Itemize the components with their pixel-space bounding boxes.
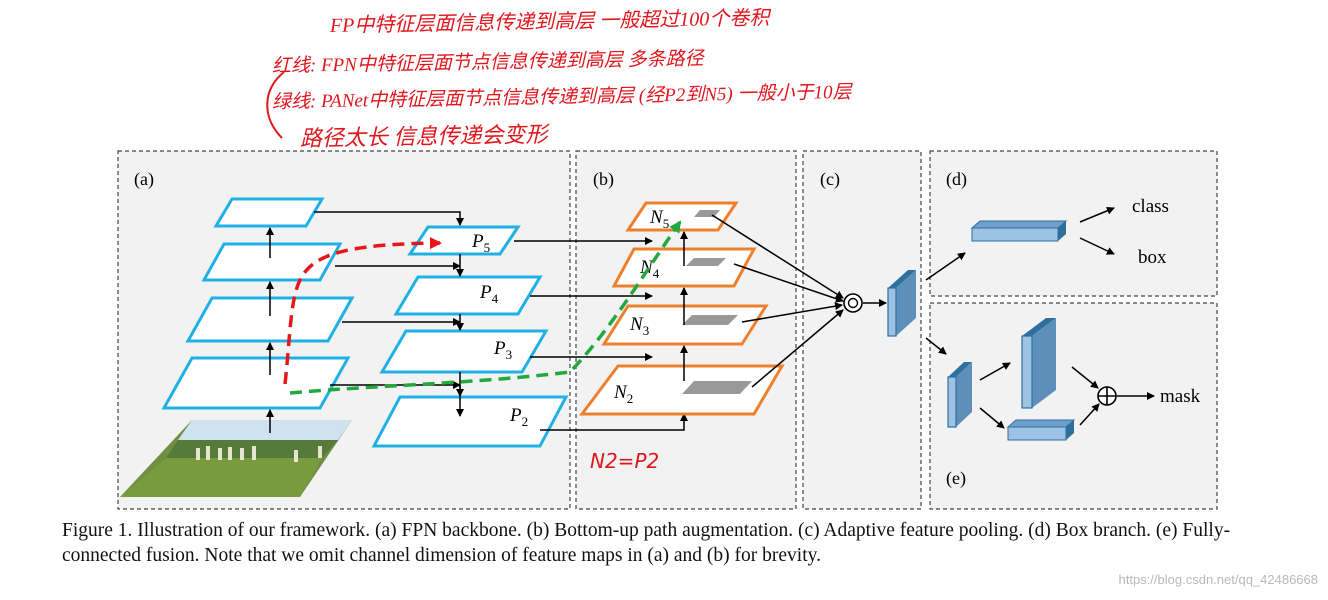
note-line-3: 绿线: PANet中特征层面节点信息传递到高层 (经P2到N5) 一般小于10层 — [272, 81, 854, 113]
backbone-level-3 — [201, 242, 343, 282]
box-label: box — [1138, 247, 1167, 268]
panel-c — [802, 150, 922, 510]
panel-a-label: (a) — [134, 169, 154, 190]
panel-b-label: (b) — [593, 169, 614, 190]
panet-n5 — [625, 201, 739, 232]
fpn-p3 — [379, 329, 549, 374]
panel-e-label: (e) — [946, 468, 966, 489]
svg-text:P5: P5 — [471, 231, 490, 255]
backbone-level-2 — [185, 296, 355, 343]
handwritten-notes: FP中特征层面信息传递到高层 一般超过100个卷积 红线: FPN中特征层面节点… — [272, 7, 854, 151]
mask-fc-block — [1006, 419, 1076, 441]
to-conv-arrow — [979, 362, 1011, 381]
to-box-arrow — [1079, 237, 1115, 255]
svg-text:N5: N5 — [649, 207, 669, 231]
red-long-path — [283, 237, 442, 385]
fpn-p5 — [407, 225, 521, 256]
fpn-labels: P5 P4 P3 P2 — [471, 231, 528, 429]
mask-input-feature — [947, 362, 972, 428]
figure-caption: Figure 1. Illustration of our framework.… — [62, 520, 1231, 566]
panet-labels: N5 N4 N3 N2 — [613, 207, 669, 406]
panel-e — [929, 302, 1218, 510]
to-class-arrow — [1079, 206, 1115, 223]
fpn-p2 — [371, 395, 569, 448]
panet-n2 — [579, 364, 785, 416]
svg-text:P4: P4 — [479, 282, 499, 306]
fpn-p4 — [393, 275, 543, 316]
fc-to-fuse-arrow — [1079, 403, 1100, 426]
fusion-plus-icon — [1097, 386, 1117, 406]
note-bracket — [266, 71, 285, 139]
backbone-level-1 — [161, 356, 351, 410]
conv-to-fuse-arrow — [1071, 366, 1099, 389]
panel-c-label: (c) — [820, 169, 840, 190]
backbone-level-4 — [213, 197, 325, 228]
svg-text:N4: N4 — [639, 257, 660, 281]
class-label: class — [1132, 196, 1169, 217]
input-image — [120, 420, 352, 497]
note-line-1: FP中特征层面信息传递到高层 一般超过100个卷积 — [329, 7, 773, 37]
svg-text:N3: N3 — [629, 314, 649, 338]
watermark: https://blog.csdn.net/qq_42486668 — [1118, 572, 1319, 587]
to-box-branch-arrow — [925, 252, 966, 281]
note-line-2: 红线: FPN中特征层面节点信息传递到高层 多条路径 — [272, 47, 706, 77]
panel-d-label: (d) — [946, 169, 967, 190]
svg-text:P2: P2 — [509, 405, 528, 429]
svg-text:P3: P3 — [493, 338, 512, 362]
note-line-4: 路径太长 信息传递会变形 — [300, 122, 551, 151]
roi-patches — [682, 210, 752, 394]
framework-diagram: FP中特征层面信息传递到高层 一般超过100个卷积 红线: FPN中特征层面节点… — [117, 7, 1218, 510]
pooled-feature — [887, 270, 916, 337]
green-short-path — [289, 220, 682, 395]
mask-label: mask — [1160, 386, 1201, 407]
note-n2-equals-p2: N2=P2 — [590, 449, 659, 473]
n-to-pooling-arrows — [711, 214, 844, 388]
to-fc-arrow — [979, 407, 1005, 429]
box-fc-block — [970, 220, 1068, 242]
pooling-node-inner — [847, 297, 859, 309]
panel-d — [929, 150, 1218, 297]
to-mask-branch-arrow — [925, 337, 947, 355]
mask-conv-feature — [1021, 318, 1056, 409]
p-to-n-arrows — [514, 237, 688, 431]
svg-text:N2: N2 — [613, 382, 633, 406]
